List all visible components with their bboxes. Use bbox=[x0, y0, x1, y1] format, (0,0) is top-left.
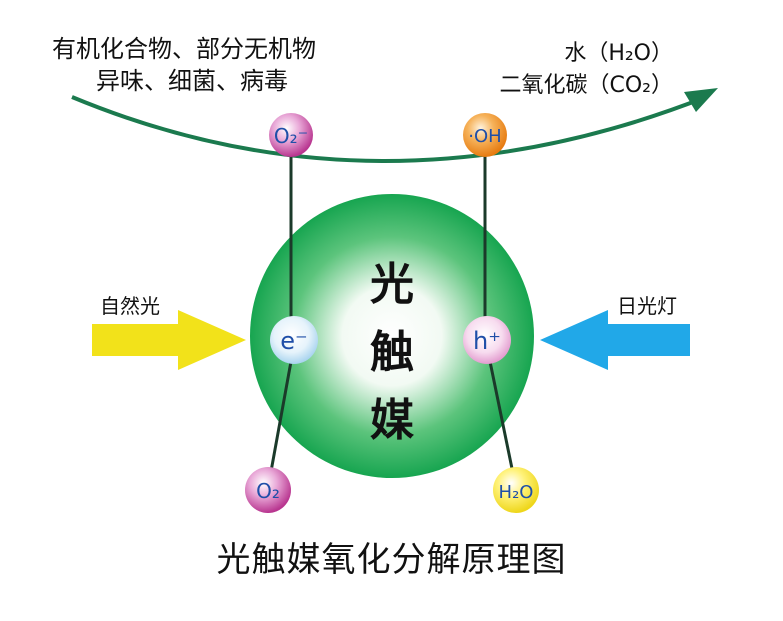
superoxide-ball bbox=[269, 113, 313, 157]
product-water: 水（H₂O） bbox=[564, 41, 673, 66]
hole-label: h⁺ bbox=[473, 327, 501, 355]
center-char-1: 光 bbox=[370, 259, 414, 310]
pollutants-line-2: 异味、细菌、病毒 bbox=[96, 67, 288, 95]
flow-arrow-curve bbox=[71, 95, 707, 163]
line-hole-water bbox=[484, 341, 518, 489]
superoxide-label: O₂⁻ bbox=[274, 124, 308, 148]
electron-label: e⁻ bbox=[280, 327, 307, 355]
hydroxyl-label: ·OH bbox=[468, 126, 501, 147]
lamp-light-arrow bbox=[540, 310, 690, 370]
oxygen-ball bbox=[245, 467, 291, 513]
center-char-2: 触 bbox=[370, 327, 414, 378]
hole-ball bbox=[463, 316, 511, 364]
natural-light-arrow bbox=[92, 310, 246, 370]
water-label: H₂O bbox=[499, 482, 534, 503]
electron-ball bbox=[270, 316, 318, 364]
center-char-3: 媒 bbox=[370, 395, 414, 446]
water-ball bbox=[493, 467, 539, 513]
photocatalyst-sphere bbox=[250, 194, 534, 478]
line-electron-oxygen bbox=[266, 344, 296, 489]
diagram-title: 光触媒氧化分解原理图 bbox=[216, 540, 567, 580]
hydroxyl-ball bbox=[463, 113, 507, 157]
product-co2: 二氧化碳（CO₂） bbox=[499, 73, 674, 98]
flow-arrow-head bbox=[684, 88, 718, 112]
lamp-light-label: 日光灯 bbox=[617, 294, 677, 318]
pollutants-line-1: 有机化合物、部分无机物 bbox=[52, 35, 316, 63]
oxygen-label: O₂ bbox=[256, 479, 280, 503]
natural-light-label: 自然光 bbox=[100, 294, 160, 318]
